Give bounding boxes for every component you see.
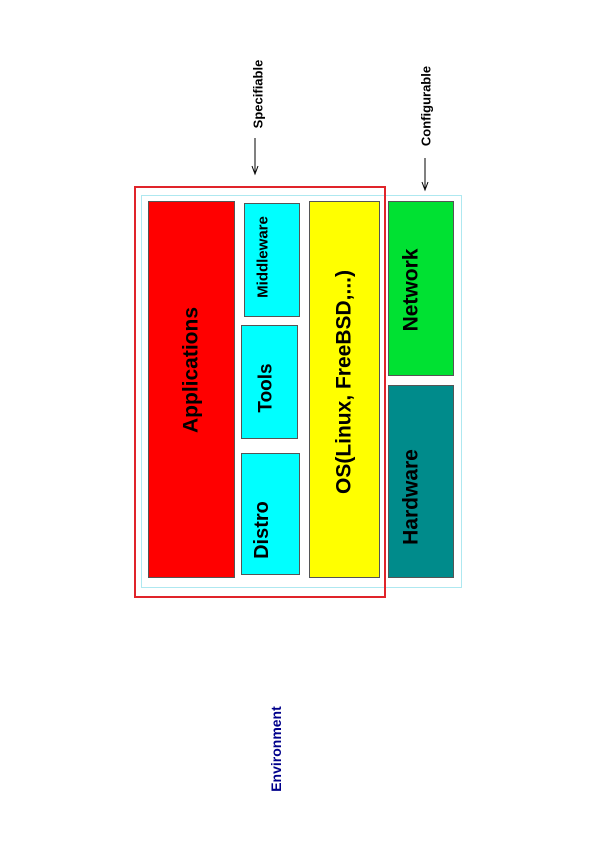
environment-label: Environment: [268, 706, 284, 792]
distro-block: [241, 453, 300, 575]
os-label: OS(Linux, FreeBSD,...): [332, 269, 356, 495]
os-block: [309, 201, 380, 578]
distro-label: Distro: [251, 501, 273, 559]
middleware-label: Middleware: [254, 216, 272, 298]
specifiable-frame: [134, 186, 386, 598]
configurable-arrow: [421, 158, 429, 192]
applications-label: Applications: [179, 306, 203, 434]
configurable-frame: [141, 195, 462, 588]
network-label: Network: [399, 248, 423, 332]
hardware-label: Hardware: [399, 449, 423, 545]
specifiable-annotation: Specifiable: [250, 59, 266, 129]
network-block: [388, 201, 454, 376]
hardware-block: [388, 385, 454, 578]
specifiable-arrow: [251, 138, 259, 176]
middleware-block: [244, 203, 300, 317]
applications-block: [148, 201, 235, 578]
tools-label: Tools: [255, 363, 277, 413]
tools-block: [241, 325, 298, 439]
configurable-annotation: Configurable: [418, 65, 434, 147]
